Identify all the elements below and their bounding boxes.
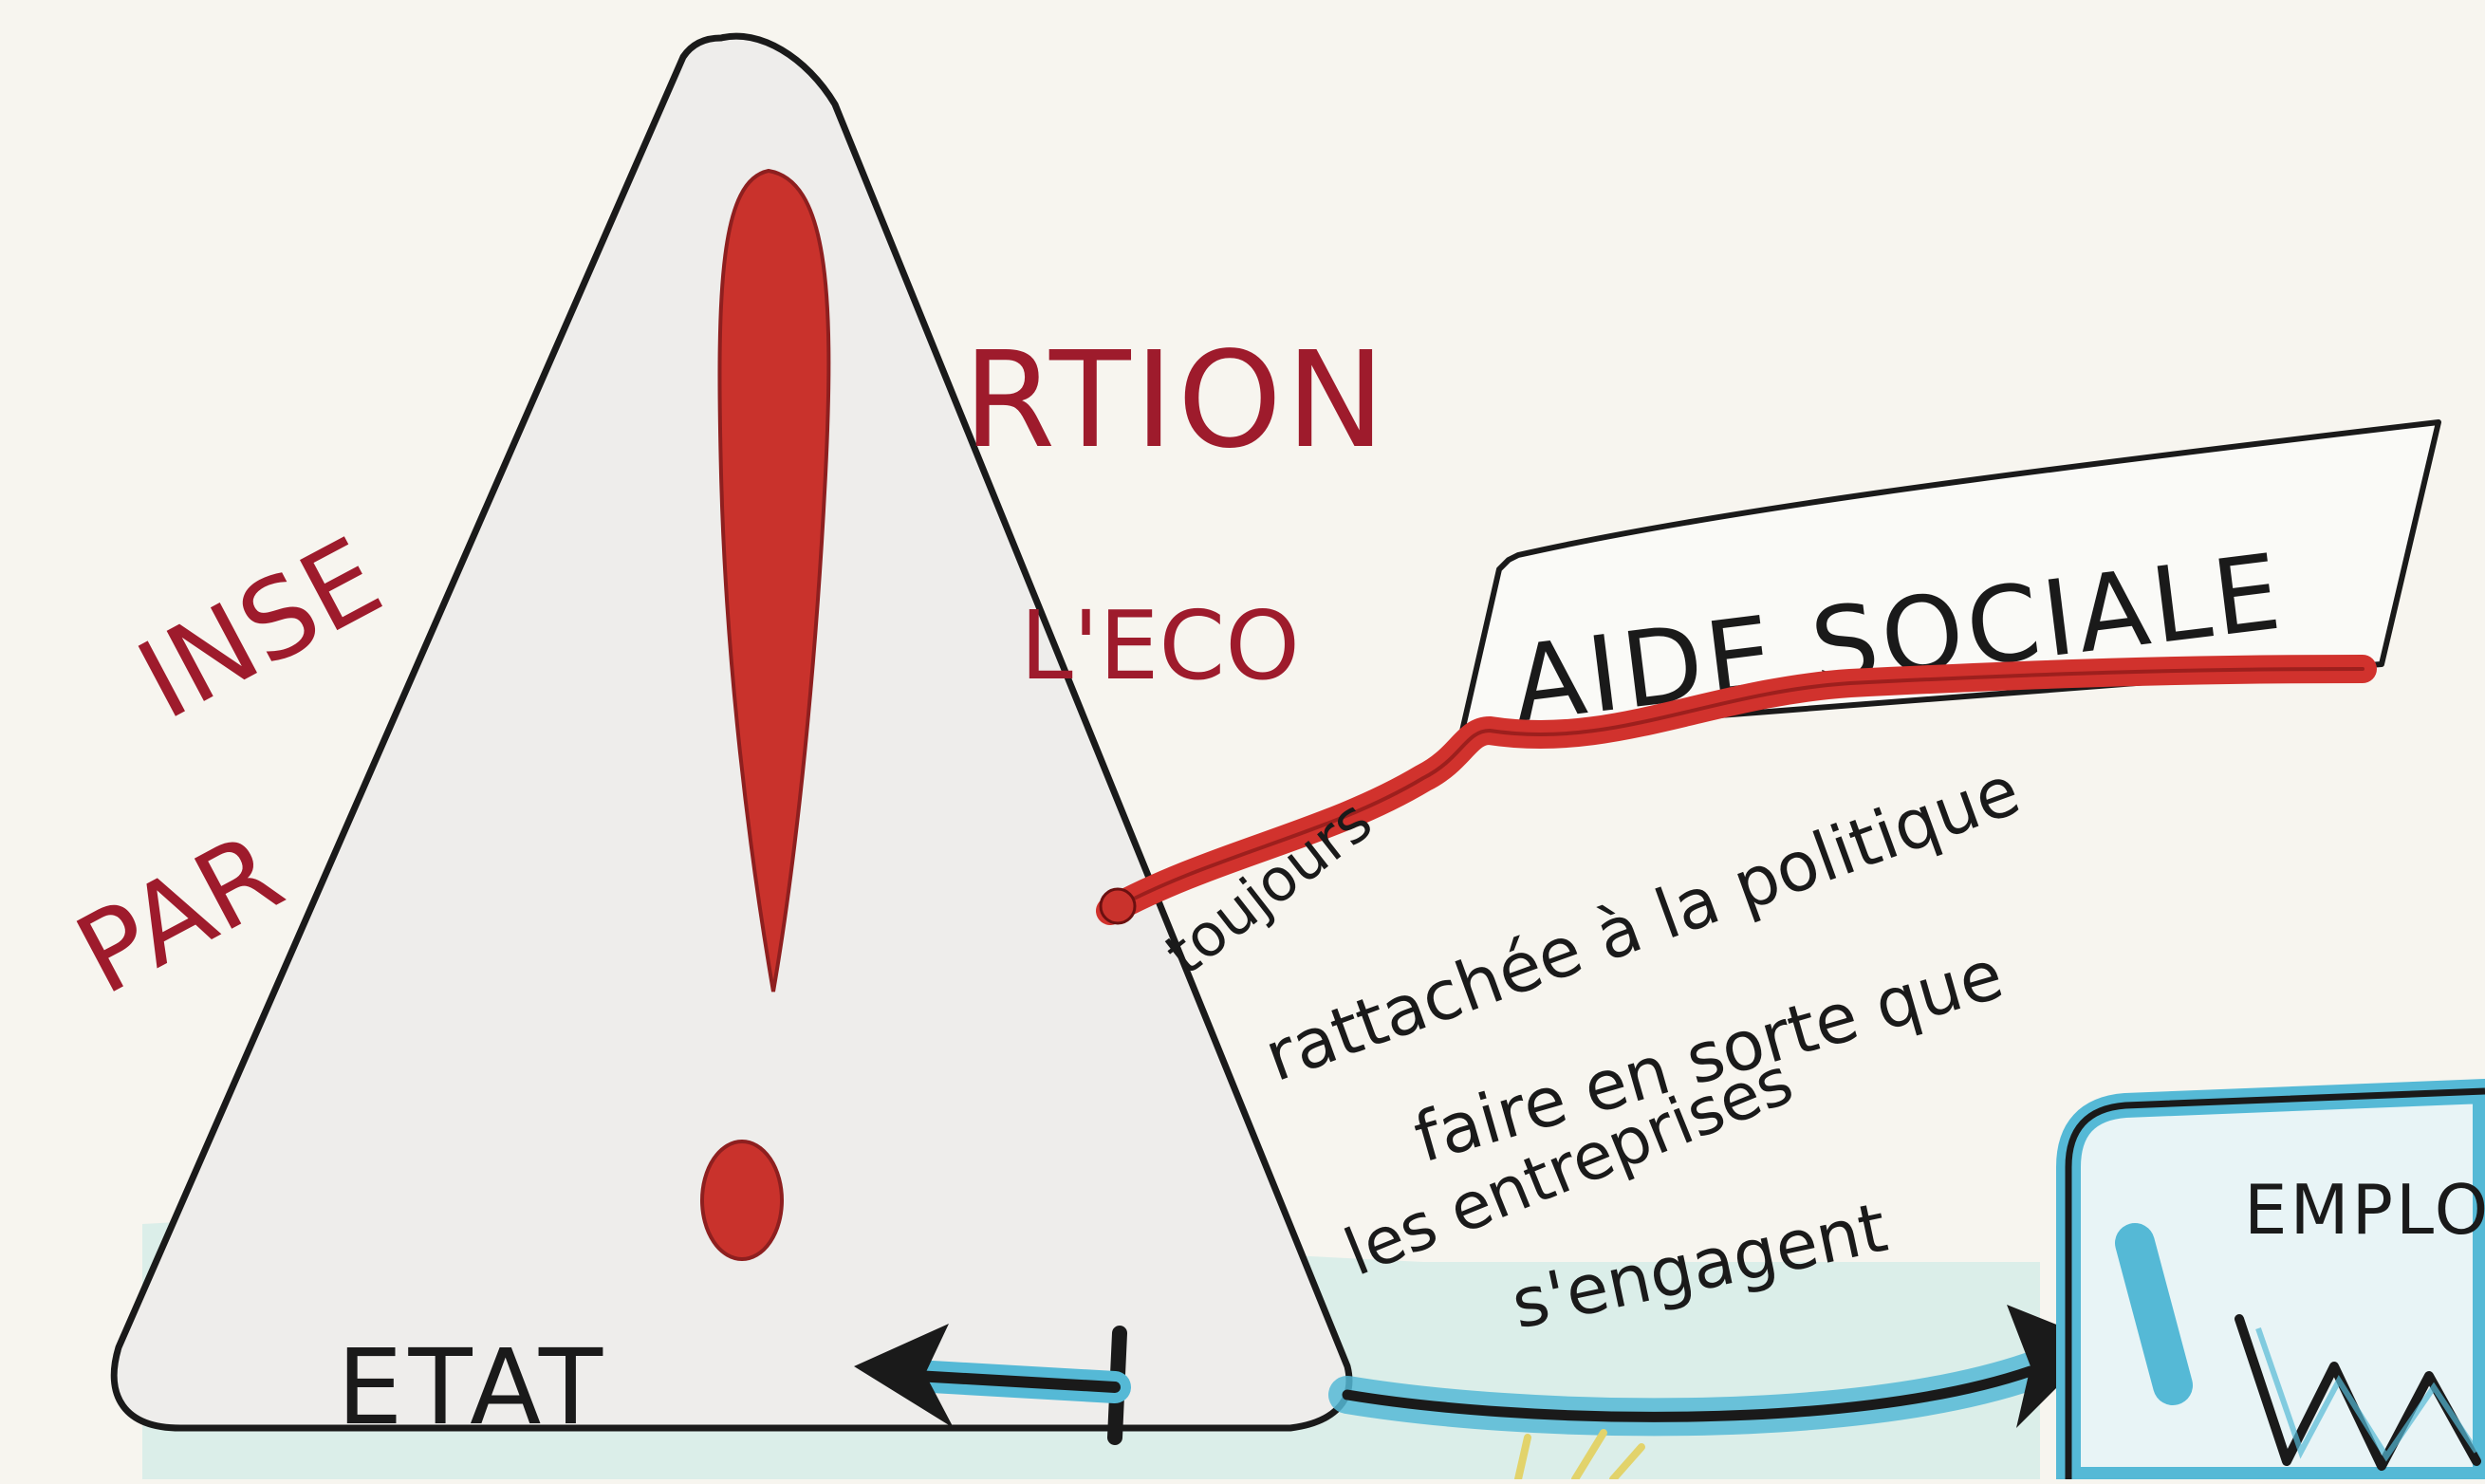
triangle-label-etat: ETAT	[337, 1326, 608, 1448]
zigzag-blue-shadow	[2255, 1327, 2479, 1462]
red-connector-outline	[1108, 667, 2364, 913]
exclamation-bar-icon	[717, 168, 831, 992]
arrow-shaft	[910, 1370, 1121, 1393]
warning-triangle	[110, 32, 1353, 1432]
yellow-sparkle-marks	[1514, 1429, 1645, 1483]
emploi-blue-stroke	[2115, 1223, 2193, 1405]
emploi-label: EMPLO	[2244, 1170, 2485, 1250]
arrow-left-icon	[854, 1324, 954, 1428]
title-eco: L'ECO	[1020, 590, 1300, 701]
emploi-box-outline	[2065, 1087, 2485, 1479]
exclamation-dot-icon	[700, 1140, 784, 1261]
right-arrow-shaft	[1342, 1365, 2036, 1422]
connector-start-dot	[1099, 887, 1137, 925]
title-rtion: RTION	[963, 324, 1389, 478]
